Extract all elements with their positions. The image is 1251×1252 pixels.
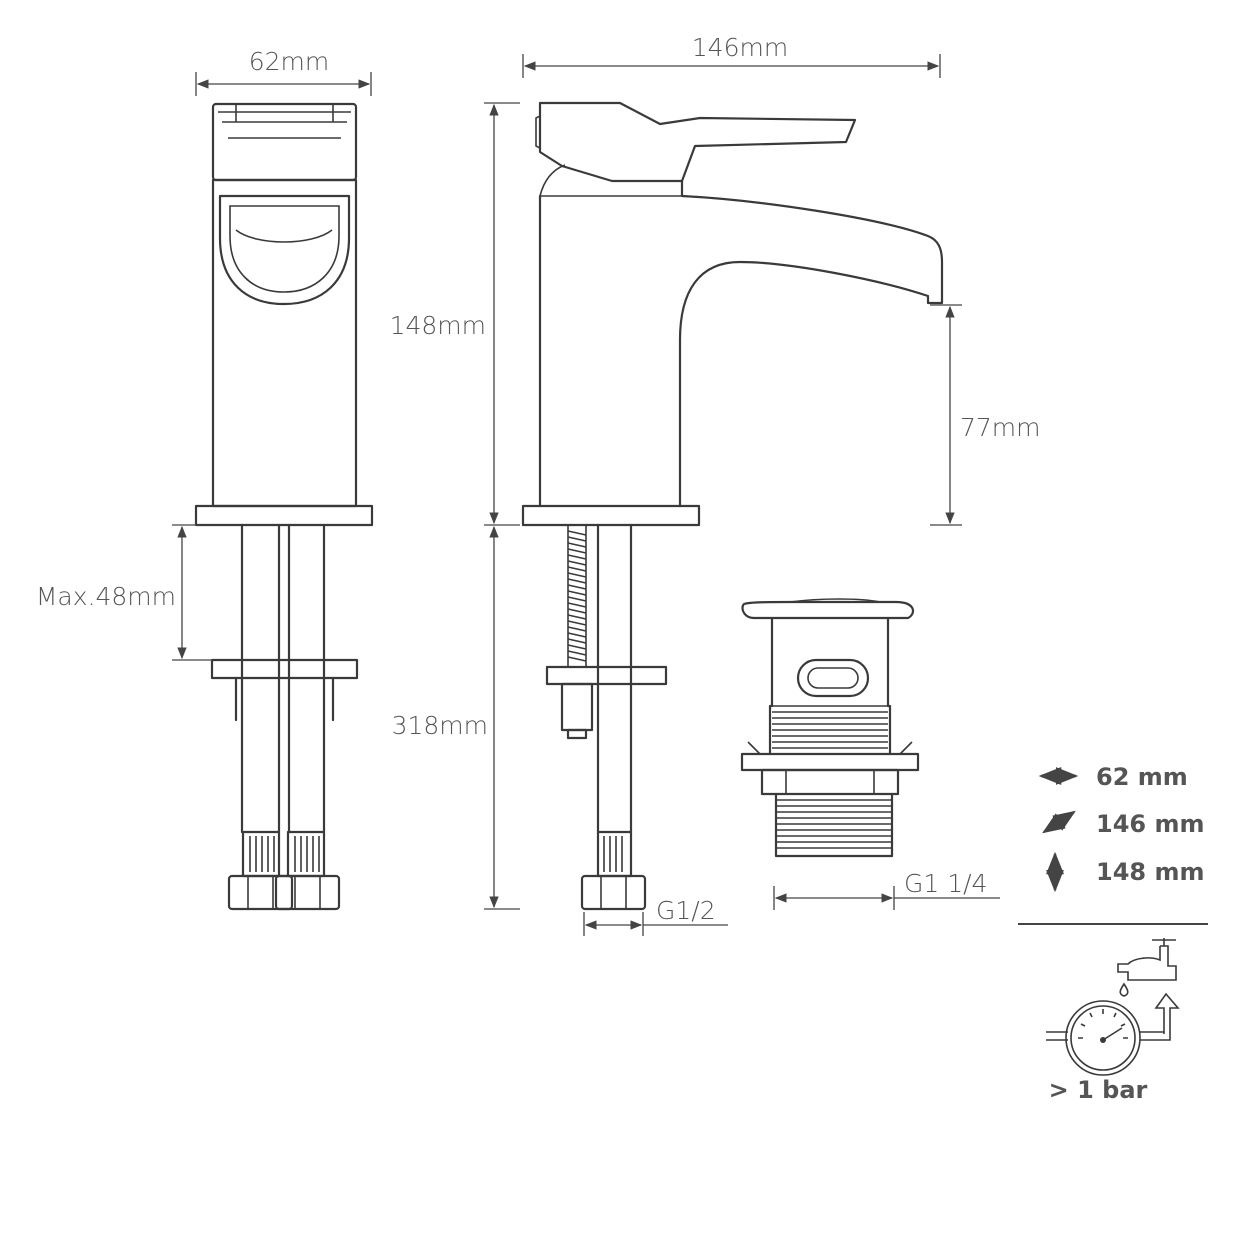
spec-depth-row: 146 mm	[1042, 810, 1204, 838]
height-dimension: 148mm	[390, 102, 520, 526]
hose-thread-dimension: G1/2	[583, 896, 728, 936]
spout-height-dimension: 77mm	[930, 304, 1041, 526]
front-view	[194, 102, 374, 911]
waste-view	[740, 598, 920, 858]
side-depth-dimension: 146mm	[522, 33, 941, 78]
spec-depth-value: 146 mm	[1096, 810, 1204, 838]
spec-height-value: 148 mm	[1096, 858, 1204, 886]
pressure-label: > 1 bar	[1049, 1076, 1148, 1104]
hose-length-dimension: 318mm	[392, 525, 520, 910]
diagonal-double-arrow-icon	[1042, 810, 1076, 834]
front-width-label: 62mm	[249, 47, 330, 76]
front-width-dimension: 62mm	[195, 47, 372, 96]
height-label: 148mm	[390, 311, 486, 340]
pressure-gauge-tap-icon: > 1 bar	[1046, 938, 1180, 1104]
waste-thread-dimension: G1 1/4	[773, 869, 1000, 910]
spec-width-value: 62 mm	[1096, 763, 1188, 791]
spout-height-label: 77mm	[960, 413, 1041, 442]
max-thickness-dimension: Max.48mm	[36, 524, 212, 661]
side-view	[521, 101, 944, 911]
spec-width-row: 62 mm	[1038, 763, 1188, 791]
hose-thread-label: G1/2	[656, 896, 716, 925]
waste-thread-label: G1 1/4	[904, 869, 987, 898]
hose-length-label: 318mm	[392, 711, 488, 740]
spec-height-row: 148 mm	[1046, 851, 1204, 893]
side-depth-label: 146mm	[692, 33, 788, 62]
max-thickness-label: Max.48mm	[36, 582, 176, 611]
